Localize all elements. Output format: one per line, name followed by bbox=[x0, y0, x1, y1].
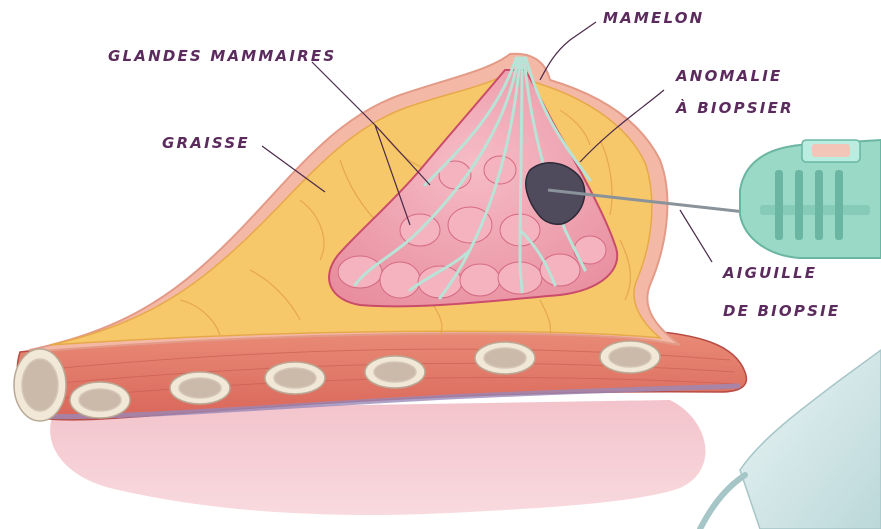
label-graisse: GRAISSE bbox=[162, 134, 250, 152]
leader-aiguille bbox=[680, 210, 712, 262]
biopsy-device-icon bbox=[740, 140, 881, 258]
label-anomalie-line1: ANOMALIE bbox=[676, 67, 782, 85]
label-aiguille-line2: DE BIOPSIE bbox=[723, 302, 840, 320]
body-tissue bbox=[50, 400, 705, 515]
label-mamelon: MAMELON bbox=[603, 9, 704, 27]
label-glandes-mammaires: GLANDES MAMMAIRES bbox=[108, 47, 336, 65]
label-anomalie-line2: À BIOPSIER bbox=[676, 99, 794, 117]
leader-mamelon bbox=[540, 22, 596, 80]
label-aiguille-line1: AIGUILLE bbox=[723, 264, 817, 282]
